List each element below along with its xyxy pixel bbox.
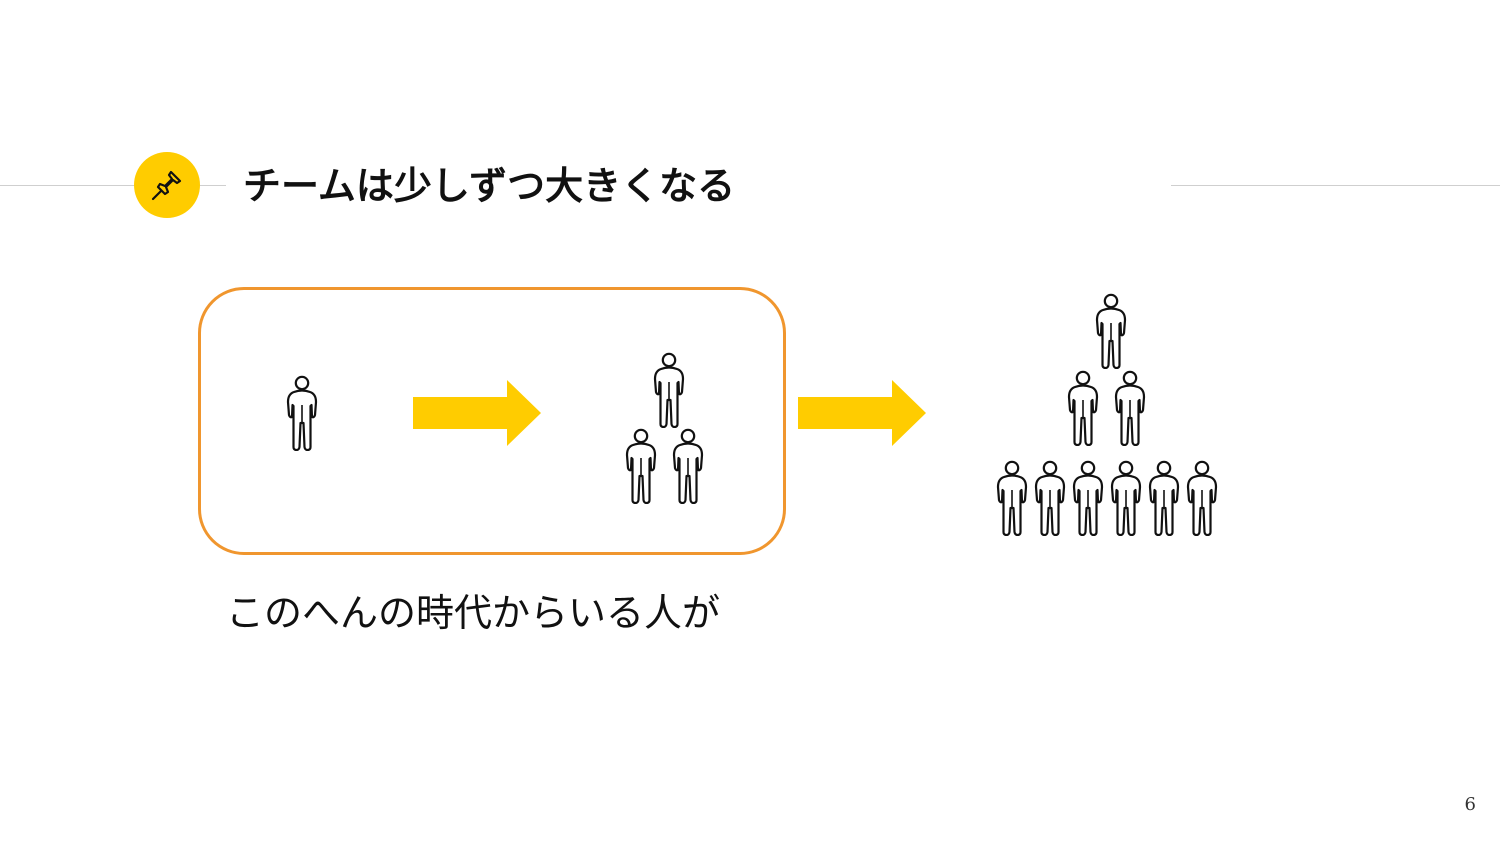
arrow-right-icon [798,380,926,446]
person-icon [1148,460,1180,536]
page-number: 6 [1464,794,1476,815]
person-icon [996,460,1028,536]
person-icon [653,352,685,428]
person-icon [1186,460,1218,536]
pushpin-icon [151,170,182,201]
person-icon [625,428,657,504]
person-icon [286,375,318,451]
person-icon [1034,460,1066,536]
header-rule-left [0,185,226,186]
person-icon [1095,293,1127,369]
slide-title: チームは少しずつ大きくなる [243,164,736,208]
person-icon [1110,460,1142,536]
pushpin-badge [134,152,200,218]
person-icon [1114,370,1146,446]
person-icon [1072,460,1104,536]
slide-caption: このへんの時代からいる人が [226,591,721,635]
person-icon [1067,370,1099,446]
arrow-right-icon [413,380,541,446]
highlight-box [198,287,786,555]
person-icon [672,428,704,504]
header-rule-right [1171,185,1500,186]
